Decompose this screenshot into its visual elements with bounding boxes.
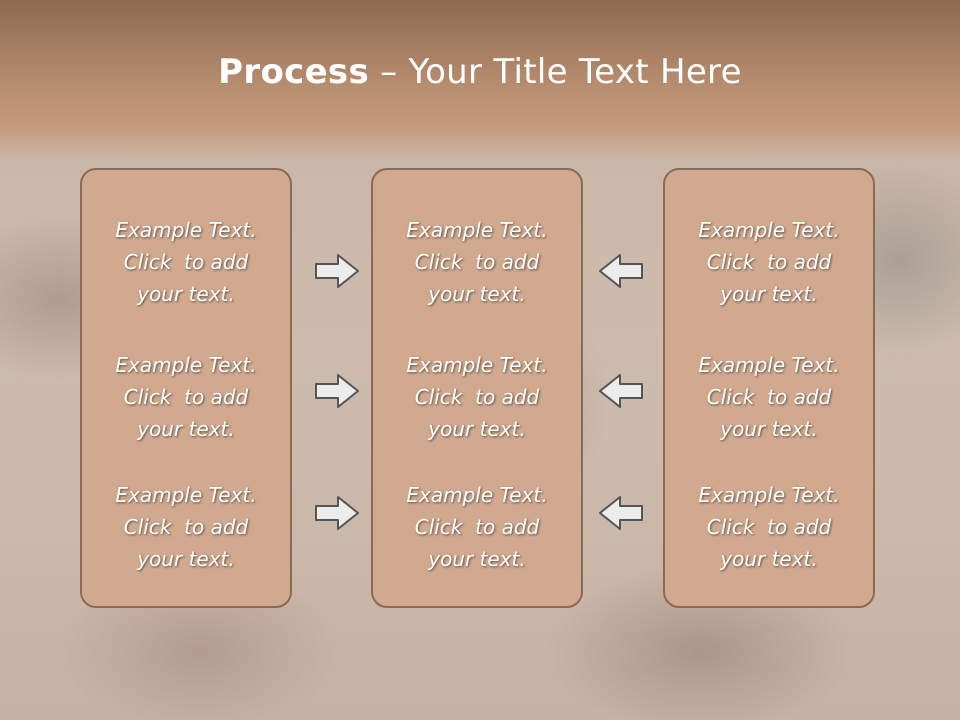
text-line: your text. (720, 547, 818, 571)
title-bold: Process (218, 52, 370, 92)
text-line: Click to add (706, 515, 832, 539)
title-banner (0, 0, 960, 160)
text-item[interactable]: Example Text. Click to add your text. (665, 214, 873, 310)
text-box-right[interactable]: Example Text. Click to add your text. Ex… (663, 168, 875, 608)
text-line: your text. (720, 417, 818, 441)
text-line: Example Text. (115, 483, 257, 507)
text-line: Example Text. (406, 353, 548, 377)
text-line: Click to add (414, 385, 540, 409)
text-box-center[interactable]: Example Text. Click to add your text. Ex… (371, 168, 583, 608)
arrow-right-icon (315, 496, 359, 530)
arrow-right-icon (315, 374, 359, 408)
text-line: your text. (137, 547, 235, 571)
text-line: Click to add (706, 385, 832, 409)
text-item[interactable]: Example Text. Click to add your text. (665, 349, 873, 445)
arrow-left-icon (599, 254, 643, 288)
text-line: Example Text. (115, 218, 257, 242)
text-line: Click to add (123, 515, 249, 539)
text-line: Example Text. (406, 483, 548, 507)
text-line: Click to add (123, 385, 249, 409)
slide-title[interactable]: Process – Your Title Text Here (0, 52, 960, 92)
text-line: Example Text. (698, 353, 840, 377)
text-line: your text. (137, 417, 235, 441)
text-box-left[interactable]: Example Text. Click to add your text. Ex… (80, 168, 292, 608)
text-item[interactable]: Example Text. Click to add your text. (373, 214, 581, 310)
text-line: Click to add (123, 250, 249, 274)
text-line: your text. (720, 282, 818, 306)
text-item[interactable]: Example Text. Click to add your text. (82, 349, 290, 445)
text-line: your text. (428, 417, 526, 441)
title-rest: – Your Title Text Here (369, 52, 742, 92)
text-line: Click to add (414, 515, 540, 539)
text-line: your text. (137, 282, 235, 306)
text-item[interactable]: Example Text. Click to add your text. (373, 349, 581, 445)
text-line: Example Text. (698, 218, 840, 242)
text-line: Example Text. (698, 483, 840, 507)
text-line: Example Text. (115, 353, 257, 377)
arrow-right-icon (315, 254, 359, 288)
text-line: Click to add (414, 250, 540, 274)
arrow-left-icon (599, 496, 643, 530)
text-line: Example Text. (406, 218, 548, 242)
text-item[interactable]: Example Text. Click to add your text. (373, 479, 581, 575)
text-item[interactable]: Example Text. Click to add your text. (665, 479, 873, 575)
text-line: Click to add (706, 250, 832, 274)
text-item[interactable]: Example Text. Click to add your text. (82, 214, 290, 310)
arrow-left-icon (599, 374, 643, 408)
text-line: your text. (428, 282, 526, 306)
text-item[interactable]: Example Text. Click to add your text. (82, 479, 290, 575)
text-line: your text. (428, 547, 526, 571)
